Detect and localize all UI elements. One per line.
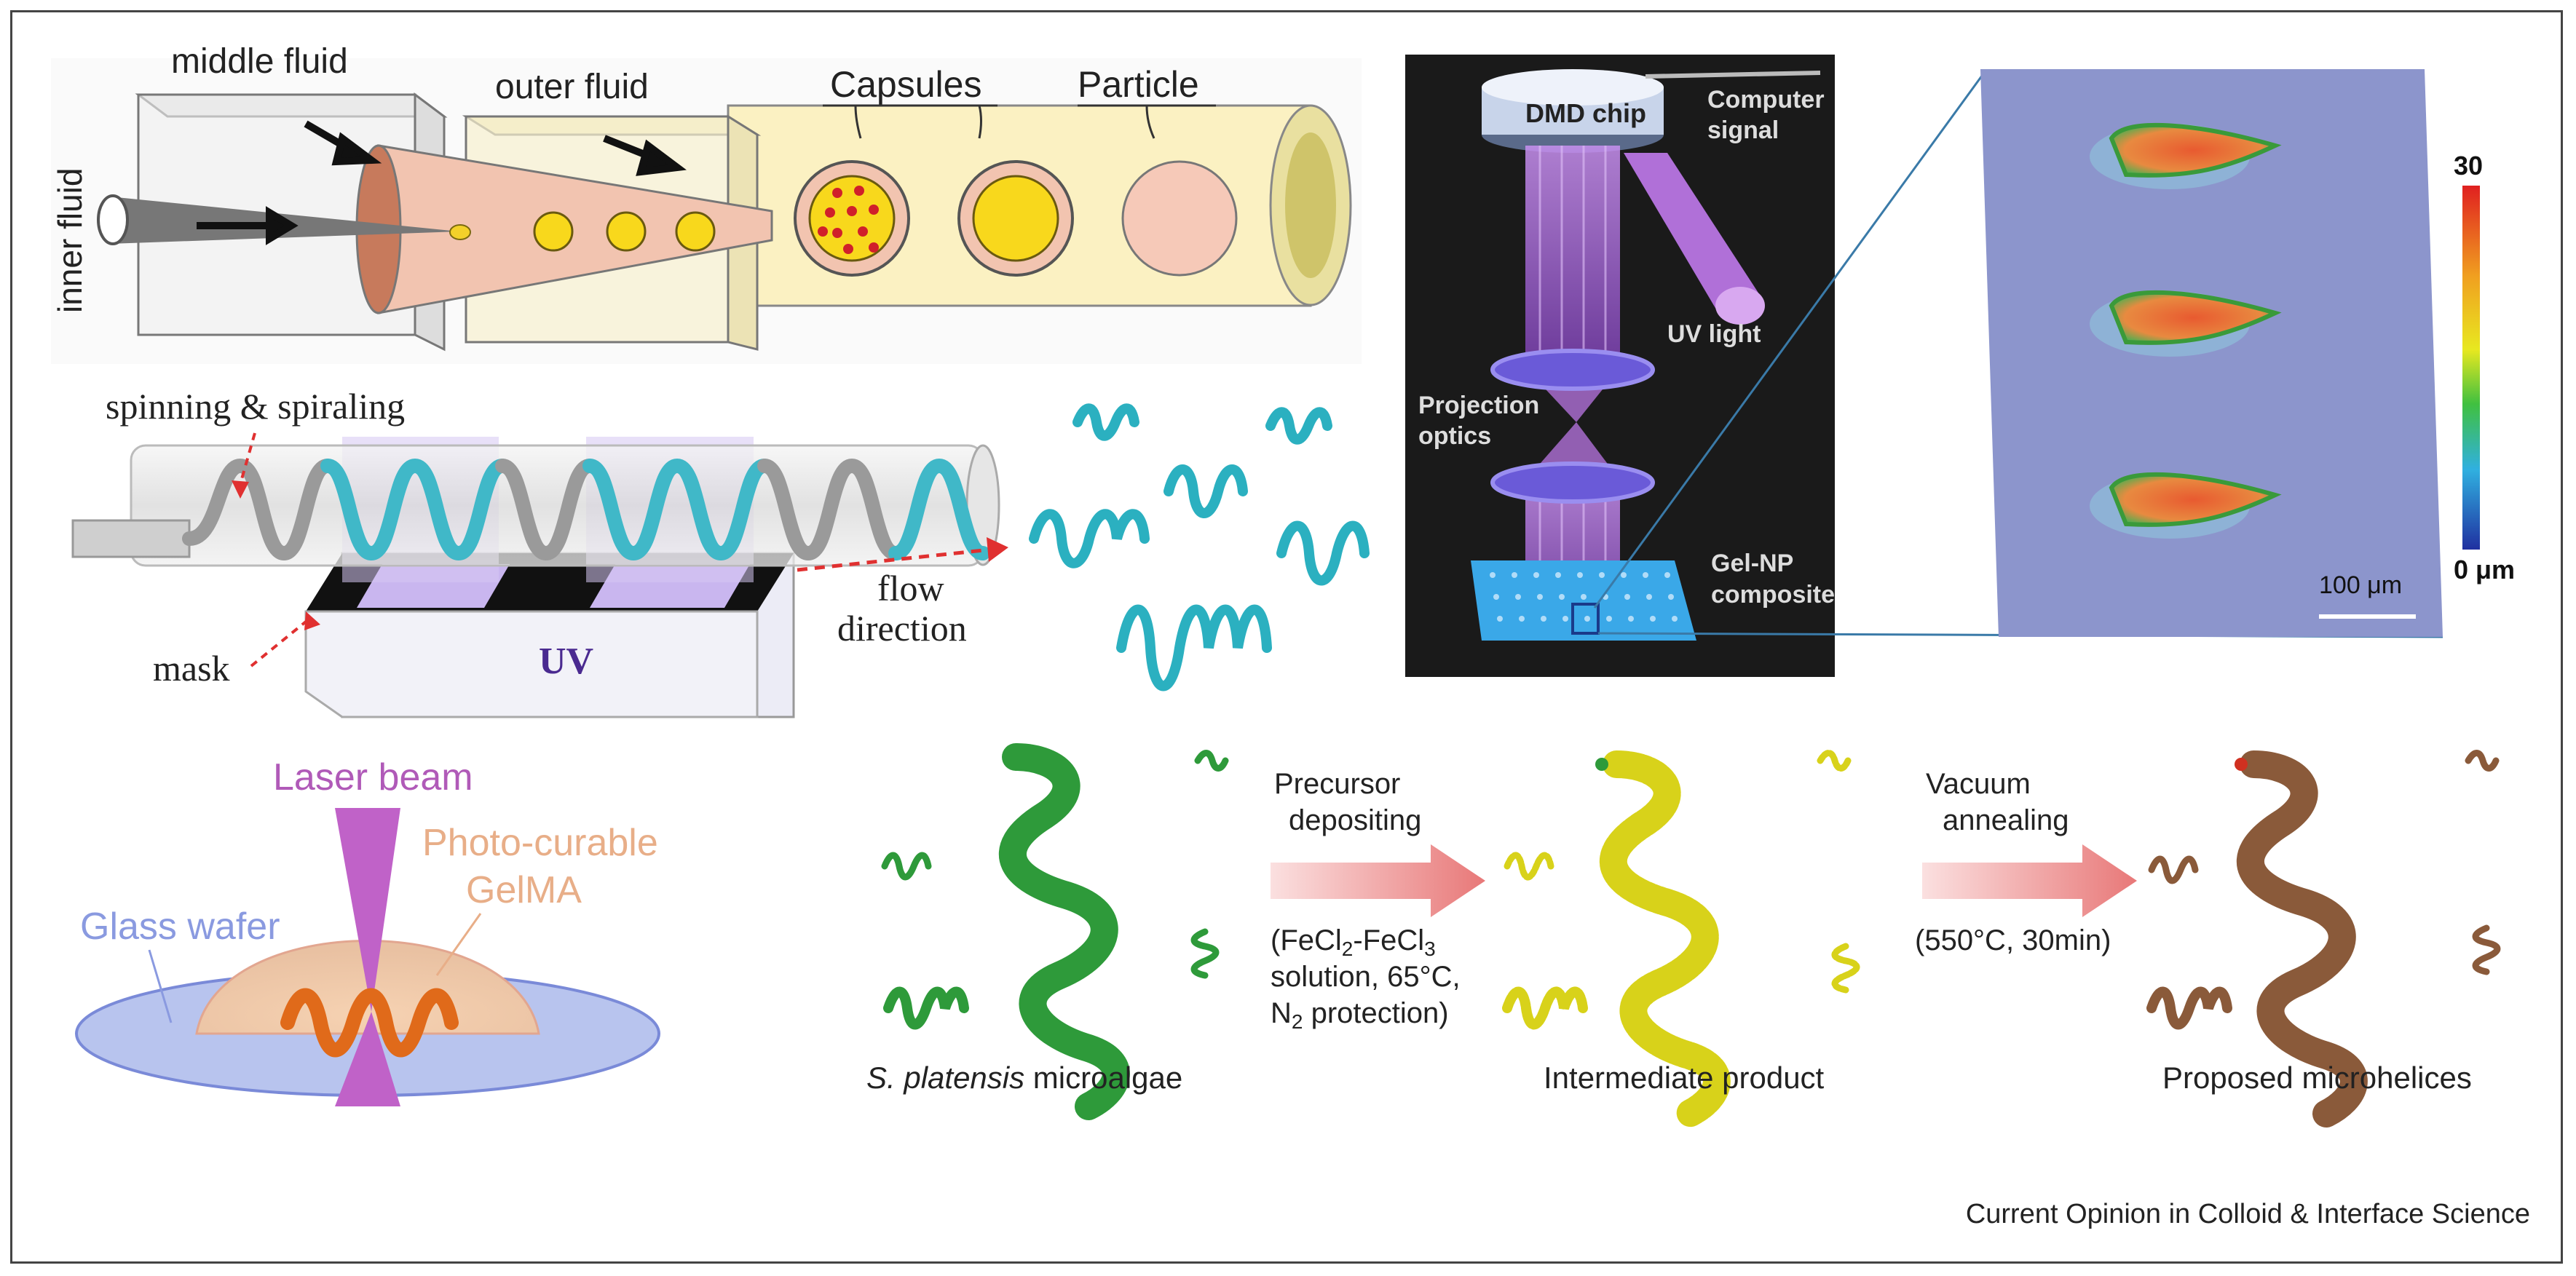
label-projection: Projection bbox=[1418, 392, 1539, 419]
capsule-pointers bbox=[823, 104, 1216, 139]
gel-np-plate bbox=[1471, 560, 1696, 641]
label-particle: Particle bbox=[1078, 64, 1199, 105]
capsule-with-particles bbox=[794, 160, 910, 277]
inlet-tube bbox=[71, 519, 191, 558]
tube-end-inner bbox=[1285, 132, 1336, 278]
lens-lower bbox=[1490, 461, 1655, 504]
uv-light-beam bbox=[1624, 153, 1762, 313]
caption-intermediate: Intermediate product bbox=[1544, 1061, 1825, 1095]
inner-capillary-opening bbox=[97, 194, 129, 245]
zoom-line-top bbox=[1593, 72, 1986, 609]
label-outer-fluid: outer fluid bbox=[495, 68, 649, 106]
label-precursor: Precursor bbox=[1274, 768, 1400, 800]
fabricated-helix bbox=[280, 988, 459, 1058]
label-direction: direction bbox=[837, 608, 967, 649]
heatmap-blobs bbox=[2090, 122, 2282, 539]
label-cond2: (550°C, 30min) bbox=[1915, 924, 2111, 956]
laser-beam-upper bbox=[335, 808, 400, 1012]
intermediate-tip bbox=[1595, 758, 1608, 771]
panel-b-helix-fabrication: UV spinning & spiraling mask flow direct… bbox=[71, 386, 1370, 718]
dmd-chip-top bbox=[1482, 69, 1664, 106]
final-microhelices bbox=[2146, 750, 2501, 1128]
source-credit: Current Opinion in Colloid & Interface S… bbox=[1966, 1199, 2530, 1229]
panel-d-laser-writing: Laser beam Photo-curable GelMA Glass waf… bbox=[75, 756, 660, 1106]
helix-small-2 bbox=[1265, 407, 1332, 445]
selected-region bbox=[1571, 603, 1600, 635]
caption-microalgae: S. platensis microalgae bbox=[866, 1061, 1182, 1095]
label-cond1-line3: N2 protection) bbox=[1271, 997, 1449, 1033]
helix-large bbox=[1116, 604, 1272, 692]
label-spinning-spiraling: spinning & spiraling bbox=[106, 386, 405, 427]
panel-c-dmd-projection: DMD chip Computer signal UV light Projec… bbox=[1405, 55, 2515, 677]
label-optics: optics bbox=[1418, 422, 1491, 450]
flow-direction-arrow bbox=[797, 547, 991, 572]
label-gelma: GelMA bbox=[466, 869, 582, 911]
flow-arrows-a bbox=[197, 120, 687, 245]
label-glass-wafer: Glass wafer bbox=[80, 906, 280, 948]
colorbar-min: 0 μm bbox=[2454, 555, 2515, 584]
label-composite: composite bbox=[1711, 581, 1835, 609]
helix-fiber bbox=[182, 458, 990, 561]
panel-a-microfluidics: middle fluid outer fluid inner fluid Cap… bbox=[51, 42, 1362, 364]
microalgae-helices bbox=[881, 743, 1229, 1120]
uv-light-source bbox=[1715, 287, 1765, 325]
free-helices bbox=[1029, 403, 1370, 692]
helix-small-1 bbox=[1072, 403, 1139, 441]
colorbar bbox=[2462, 186, 2480, 550]
label-dmd-chip: DMD chip bbox=[1525, 98, 1646, 128]
label-annealing: annealing bbox=[1943, 804, 2069, 836]
laser-beam-lower bbox=[335, 1012, 400, 1106]
mask-pointer-head bbox=[304, 611, 320, 630]
helix-medium-1 bbox=[1163, 464, 1248, 518]
capsule-yellow-core bbox=[957, 160, 1074, 277]
label-laser-beam: Laser beam bbox=[273, 756, 473, 799]
uv-box bbox=[304, 610, 759, 718]
colorbar-max: 30 bbox=[2454, 151, 2483, 181]
label-cond1-line2: solution, 65°C, bbox=[1271, 961, 1461, 993]
label-inner-fluid: inner fluid bbox=[51, 168, 89, 313]
label-capsules: Capsules bbox=[830, 64, 981, 105]
mask-pointer bbox=[250, 617, 311, 667]
label-signal: signal bbox=[1707, 116, 1779, 144]
label-computer: Computer bbox=[1707, 86, 1825, 114]
label-uv-light: UV light bbox=[1667, 320, 1761, 348]
caption-microhelices: Proposed microhelices bbox=[2162, 1061, 2472, 1095]
label-photo-curable: Photo-curable bbox=[422, 822, 658, 864]
glass-pointer bbox=[148, 949, 173, 1023]
process-arrow-1 bbox=[1271, 844, 1485, 917]
caption-microalgae-species: S. platensis bbox=[866, 1061, 1024, 1095]
caption-microalgae-rest: microalgae bbox=[1024, 1061, 1182, 1095]
particle-solid bbox=[1121, 160, 1238, 277]
droplet-2 bbox=[606, 211, 647, 252]
label-uv: UV bbox=[539, 641, 593, 682]
label-middle-fluid: middle fluid bbox=[171, 42, 348, 81]
droplet-forming bbox=[449, 224, 471, 240]
lens-upper bbox=[1490, 349, 1655, 391]
label-mask: mask bbox=[153, 648, 230, 689]
gel-np-dots bbox=[1490, 572, 1678, 622]
droplet-1 bbox=[533, 211, 574, 252]
spinning-pointer bbox=[239, 432, 256, 485]
spinning-pointer-head bbox=[232, 480, 249, 499]
helix-medium-3 bbox=[1276, 520, 1370, 586]
panel-e-microalgae: S. platensis microalgae Precursor deposi… bbox=[866, 743, 2501, 1128]
final-tip bbox=[2235, 758, 2248, 771]
scale-bar-label: 100 μm bbox=[2319, 571, 2402, 599]
intermediate-helices bbox=[1502, 750, 1860, 1128]
process-arrow-2 bbox=[1922, 844, 2137, 917]
blob-2 bbox=[2090, 290, 2282, 357]
label-gel-np: Gel-NP bbox=[1711, 550, 1793, 577]
blob-3 bbox=[2090, 472, 2282, 539]
label-depositing: depositing bbox=[1289, 804, 1421, 836]
flow-direction-arrow-head bbox=[987, 537, 1008, 562]
helix-medium-2 bbox=[1029, 509, 1150, 568]
droplet-3 bbox=[675, 211, 716, 252]
blob-1 bbox=[2090, 122, 2282, 189]
label-cond1-line1: (FeCl2-FeCl3 bbox=[1271, 924, 1436, 960]
label-flow: flow bbox=[877, 568, 944, 609]
computer-signal-line bbox=[1645, 71, 1821, 79]
label-vacuum: Vacuum bbox=[1926, 768, 2031, 800]
gelma-pointer bbox=[435, 913, 482, 976]
